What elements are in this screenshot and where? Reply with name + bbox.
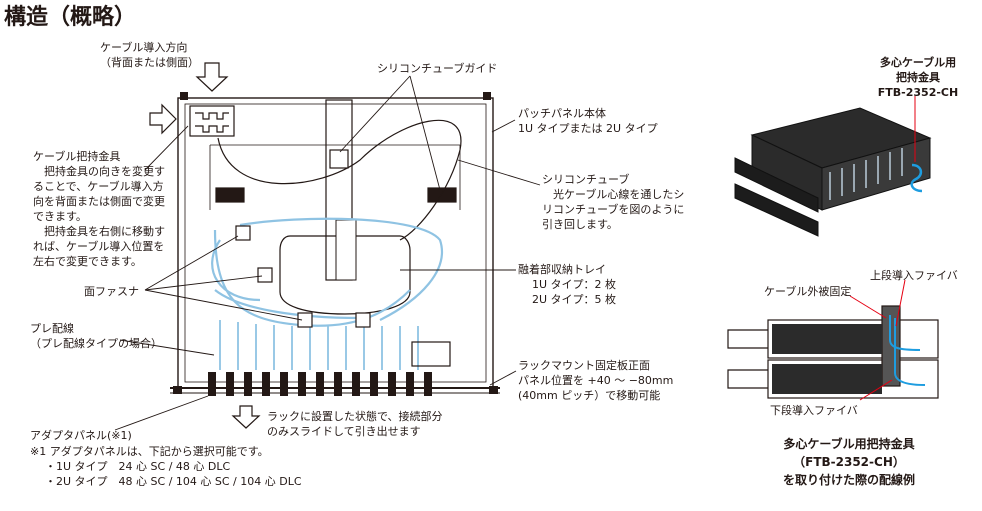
tube-title: シリコンチューブ [542, 173, 630, 186]
holder-desc-6: れば、ケーブル導入位置を [33, 240, 165, 253]
patch-body-sub: 1U タイプまたは 2U タイプ [518, 122, 658, 135]
holder-title: ケーブル把持金具 [33, 150, 121, 163]
fusion-tray-label: 融着部収納トレイ [518, 263, 606, 276]
product-fiber [910, 163, 923, 193]
note-1: ※1 アダプタパネルは、下記から選択可能です。 [30, 445, 269, 458]
wiring-adapters [772, 324, 882, 394]
note-3: ・2U タイプ 48 心 SC / 104 心 SC / 104 心 DLC [45, 475, 302, 488]
fusion-tray-2u: 2U タイプ：5 枚 [532, 293, 617, 306]
silicon-guide-label: シリコンチューブガイド [377, 62, 498, 75]
slide-label: ラックに設置した状態で、接続部分 [267, 410, 443, 423]
face-fastener-clips [235, 225, 451, 367]
product-name-1: 多心ケーブル用 [879, 56, 957, 69]
patch-body-label: パッチパネル本体 [518, 107, 606, 120]
rack-ears [173, 92, 498, 394]
adapter-panel-label: アダプタパネル(※1) [30, 429, 132, 442]
arrow-icons [149, 62, 261, 429]
upper-fiber-label: 上段導入ファイバ [870, 269, 958, 282]
product-code: FTB-2352-CH [877, 86, 959, 99]
lower-fiber-label: 下段導入ファイバ [770, 404, 858, 417]
rack-mount-pitch: (40mm ピッチ）で移動可能 [518, 389, 661, 402]
caption-2: （FTB-2352-CH） [793, 455, 905, 469]
face-fastener-label: 面ファスナ [84, 285, 139, 298]
tube-desc-1: 光ケーブル心線を通したシ [542, 188, 685, 201]
pre-wiring-sub: （プレ配線タイプの場合） [30, 337, 162, 350]
product-adapters [829, 148, 903, 200]
wiring-fibers [889, 315, 926, 386]
holder-desc-4: できます。 [33, 210, 87, 223]
cable-direction-label: ケーブル導入方向 [100, 41, 188, 54]
fusion-tray-1u: 1U タイプ：2 枚 [532, 278, 617, 291]
product-name-2: 把持金具 [896, 71, 940, 84]
wiring-leaders [849, 279, 906, 401]
holder-desc-3: 向を背面または側面で変更 [33, 195, 165, 208]
holder-desc-2: ることで、ケーブル導入方 [33, 180, 164, 193]
cable-direction-sub: （背面または側面） [100, 56, 199, 69]
holder-desc-5: 把持金具を右側に移動す [33, 225, 165, 238]
outer-fix-label: ケーブル外被固定 [764, 285, 852, 298]
page-title: 構造（概略） [4, 5, 137, 30]
note-2: ・1U タイプ 24 心 SC / 48 心 DLC [45, 460, 231, 473]
rack-mount-label: ラックマウント固定板正面 [518, 359, 650, 372]
pre-wiring-label: プレ配線 [30, 322, 74, 335]
cable-holder [189, 105, 235, 137]
caption-1: 多心ケーブル用把持金具 [783, 437, 915, 451]
tube-desc-2: リコンチューブを図のように [542, 203, 685, 216]
leader-lines [114, 75, 541, 431]
holder-desc-7: 左右で変更できます。 [33, 255, 142, 268]
adapter-panel [208, 372, 432, 396]
fusion-tray [279, 235, 411, 315]
slide-label-2: のみスライドして引き出せます [267, 425, 421, 438]
holder-desc-1: 把持金具の向きを変更す [33, 165, 165, 178]
tube-desc-3: 引き回します。 [542, 218, 618, 231]
rack-mount-range: パネル位置を +40 ～ −80mm [518, 374, 674, 387]
adapter-tubes [219, 320, 419, 370]
silicon-tube [217, 119, 462, 241]
caption-3: を取り付けた際の配線例 [782, 473, 915, 487]
product-photo [734, 107, 932, 237]
